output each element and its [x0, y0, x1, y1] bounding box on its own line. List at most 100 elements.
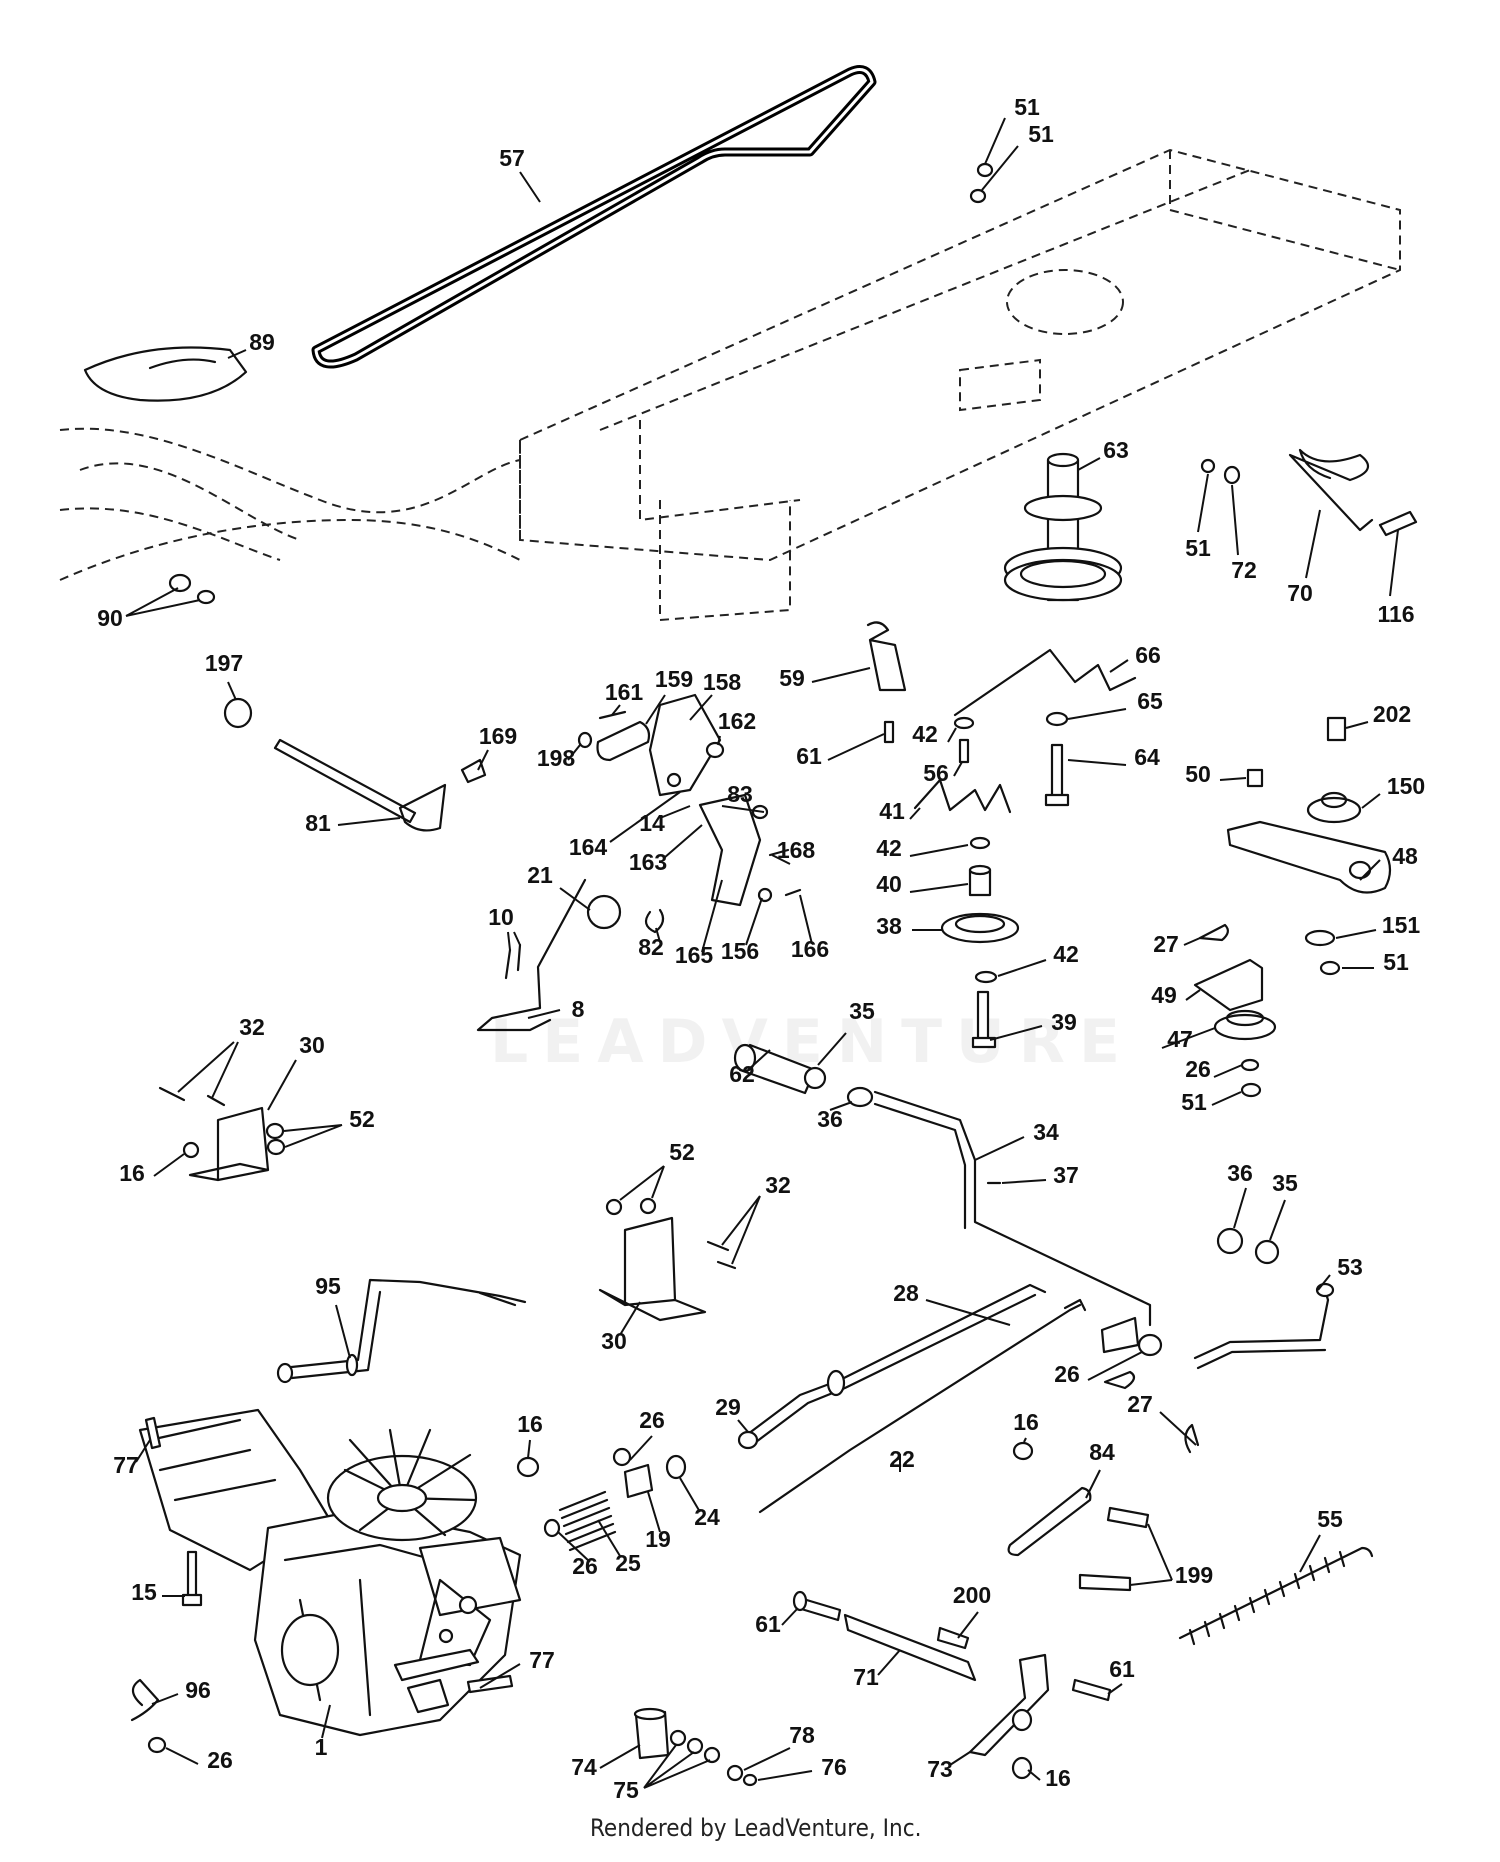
callout-84: 84 [1089, 1439, 1115, 1465]
callout-89: 89 [249, 329, 275, 355]
callout-8: 8 [572, 996, 585, 1022]
part-26-washer [543, 1518, 561, 1538]
callout-81: 81 [305, 810, 331, 836]
callout-199: 199 [1175, 1562, 1213, 1588]
part-27-pin [1103, 1370, 1136, 1390]
callout-19: 19 [645, 1526, 671, 1552]
callout-42: 42 [1053, 941, 1079, 967]
part-159-bracket [596, 720, 651, 762]
callout-21: 21 [527, 862, 553, 888]
callout-95: 95 [315, 1273, 341, 1299]
callout-25: 25 [615, 1550, 641, 1576]
part-77-key [144, 1416, 162, 1450]
part-169-clip [460, 758, 487, 784]
part-51-nut [976, 162, 994, 178]
part-38-pulley [940, 912, 1020, 944]
part-26-washer [147, 1736, 167, 1754]
callout-32: 32 [765, 1172, 791, 1198]
callout-163: 163 [629, 849, 667, 875]
callout-55: 55 [1317, 1506, 1343, 1532]
callout-30: 30 [601, 1328, 627, 1354]
part-82-clip [644, 908, 665, 934]
callout-77: 77 [529, 1647, 555, 1673]
callout-36: 36 [817, 1106, 843, 1132]
callout-168: 168 [777, 837, 816, 863]
footer-credit: Rendered by LeadVenture, Inc. [590, 1814, 921, 1842]
callout-159: 159 [655, 666, 693, 692]
callout-35: 35 [1272, 1170, 1298, 1196]
part-151-washer [1304, 929, 1336, 947]
drive-belt [311, 65, 877, 369]
part-90-nut [168, 573, 192, 593]
callout-16: 16 [517, 1411, 543, 1437]
part-35-nut [803, 1066, 827, 1090]
callout-169: 169 [479, 723, 517, 749]
callout-51: 51 [1383, 949, 1409, 975]
part-61-bolt [883, 720, 895, 744]
callout-29: 29 [715, 1394, 741, 1420]
part-61-bolt [1071, 1678, 1112, 1702]
part-81-shaft [273, 738, 447, 832]
callout-41: 41 [879, 798, 905, 824]
part-78-washer [726, 1764, 744, 1782]
part-200-bolt [936, 1626, 970, 1650]
callout-78: 78 [789, 1722, 815, 1748]
part-73-plate [968, 1653, 1050, 1757]
callout-65: 65 [1137, 688, 1163, 714]
callout-116: 116 [1377, 601, 1414, 627]
part-52-nut [605, 1198, 623, 1216]
part-8-lever [476, 878, 587, 1032]
part-24-nut [665, 1454, 687, 1480]
callout-27: 27 [1127, 1391, 1153, 1417]
part-36-washer [1216, 1227, 1244, 1255]
callout-198: 198 [537, 745, 576, 771]
callout-48: 48 [1392, 843, 1418, 869]
callout-39: 39 [1051, 1009, 1077, 1035]
callout-51: 51 [1028, 121, 1054, 147]
callout-10: 10 [488, 904, 514, 930]
callout-26: 26 [1054, 1361, 1080, 1387]
part-51-nut [1319, 960, 1341, 976]
callout-34: 34 [1033, 1119, 1059, 1145]
callout-166: 166 [791, 936, 829, 962]
part-116-bolt [1378, 510, 1418, 537]
part-75-washer [686, 1737, 704, 1755]
part-165-bracket [698, 793, 762, 907]
part-75-washer [703, 1746, 721, 1764]
callout-26: 26 [1185, 1056, 1211, 1082]
part-52-nut [639, 1197, 657, 1215]
part-42-washer [969, 836, 991, 850]
part-bracket [1100, 1316, 1140, 1354]
callout-151: 151 [1382, 912, 1421, 938]
callout-35: 35 [849, 998, 875, 1024]
part-48-arm [1226, 820, 1392, 894]
part-22-rod [758, 1303, 1082, 1514]
part-42-washer [974, 970, 998, 984]
part-197-bushing [223, 697, 253, 729]
part-27-pin [1184, 1423, 1200, 1454]
callout-26: 26 [572, 1553, 598, 1579]
part-30-bracket [598, 1216, 707, 1322]
callout-47: 47 [1167, 1026, 1193, 1052]
part-166-bolt [784, 888, 802, 897]
callout-90: 90 [97, 605, 123, 631]
part-64-bolt [1050, 743, 1064, 800]
callout-63: 63 [1103, 437, 1129, 463]
callout-51: 51 [1185, 535, 1211, 561]
callout-73: 73 [927, 1756, 953, 1782]
part-27-pin [1198, 923, 1229, 942]
part-19-spacer [623, 1463, 654, 1499]
part-55-spring [1178, 1546, 1374, 1640]
callout-16: 16 [1045, 1765, 1071, 1791]
part-76-washer [742, 1773, 758, 1787]
part-21-knob [586, 894, 622, 930]
callout-83: 83 [727, 781, 753, 807]
callout-26: 26 [639, 1407, 665, 1433]
callout-16: 16 [119, 1160, 145, 1186]
frame-chassis [59, 148, 1401, 622]
callout-53: 53 [1337, 1254, 1363, 1280]
part-158-plate [648, 693, 722, 797]
watermark: LEADVENTURE [490, 1007, 1134, 1077]
part-28-rod [738, 1283, 1047, 1447]
